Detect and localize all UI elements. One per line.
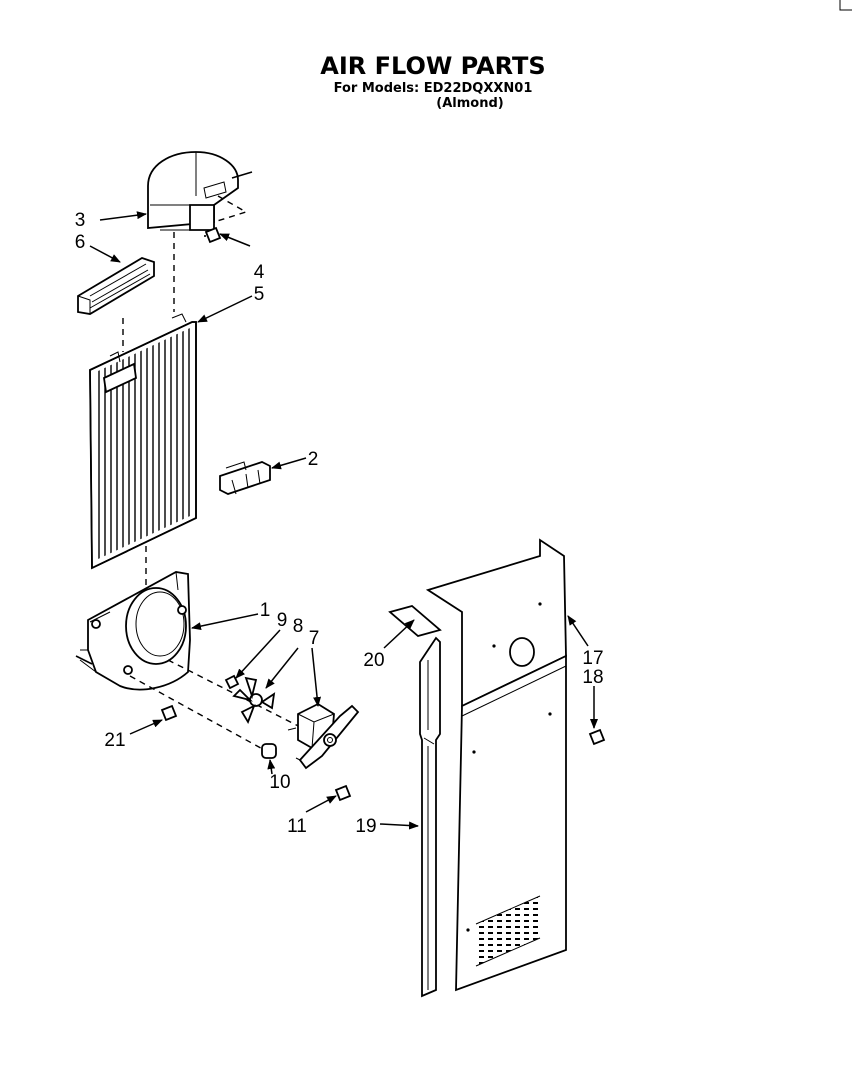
bracket-part-2 xyxy=(219,461,271,495)
back-panel-part xyxy=(425,538,567,992)
callout-arrow-5 xyxy=(197,295,253,323)
callout-arrow-17 xyxy=(567,615,589,647)
callout-arrow-7 xyxy=(311,647,322,707)
callout-arrow-8 xyxy=(265,647,299,689)
callout-label-7: 7 xyxy=(309,628,320,649)
grille-part xyxy=(77,257,155,315)
callout-label-18: 18 xyxy=(582,667,603,688)
callout-label-11: 11 xyxy=(287,816,307,837)
callout-arrow-3 xyxy=(99,211,147,221)
callout-label-17: 17 xyxy=(582,648,603,669)
callout-arrow-4 xyxy=(219,233,251,247)
nut-part-9 xyxy=(224,674,240,690)
callout-label-8: 8 xyxy=(293,616,304,637)
evaporator-cover-panel xyxy=(89,313,197,570)
callout-arrow-20 xyxy=(383,619,415,649)
callout-label-2: 2 xyxy=(308,449,319,470)
callout-arrow-1 xyxy=(191,613,259,631)
callout-arrow-21 xyxy=(129,719,163,735)
air-duct-part xyxy=(147,151,253,231)
bracket-alignment-line xyxy=(129,675,269,753)
callout-label-20: 20 xyxy=(363,650,384,671)
callout-label-3: 3 xyxy=(75,210,86,231)
callout-label-10: 10 xyxy=(269,772,290,793)
screw-part-11 xyxy=(334,784,352,802)
screw-part-18 xyxy=(588,728,606,746)
callout-arrow-11 xyxy=(305,795,337,813)
diagram-title: AIR FLOW PARTS xyxy=(320,52,545,80)
screw-part-21 xyxy=(160,704,178,722)
callout-label-19: 19 xyxy=(355,816,376,837)
divider-strip-part xyxy=(419,636,441,998)
color-line: (Almond) xyxy=(436,96,503,111)
callout-arrow-6 xyxy=(89,245,121,263)
callout-label-9: 9 xyxy=(277,610,288,631)
callout-arrow-10 xyxy=(267,759,276,775)
shaft-alignment-line xyxy=(167,659,331,743)
callout-label-1: 1 xyxy=(260,600,271,621)
motor-part xyxy=(287,702,360,770)
callout-arrow-2 xyxy=(271,457,307,470)
callout-label-21: 21 xyxy=(104,730,125,751)
fan-blade-part xyxy=(232,676,276,725)
callout-arrow-19 xyxy=(379,821,419,830)
callout-label-6: 6 xyxy=(75,232,86,253)
fan-housing-part xyxy=(75,571,191,691)
callout-arrow-9 xyxy=(235,629,281,679)
grommet-part xyxy=(261,743,277,759)
callout-label-5: 5 xyxy=(254,284,265,305)
callout-label-4: 4 xyxy=(254,262,265,283)
models-line: For Models: ED22DQXXN01 xyxy=(334,81,533,96)
corner-mark xyxy=(839,0,852,11)
trim-strip-part xyxy=(388,605,442,637)
